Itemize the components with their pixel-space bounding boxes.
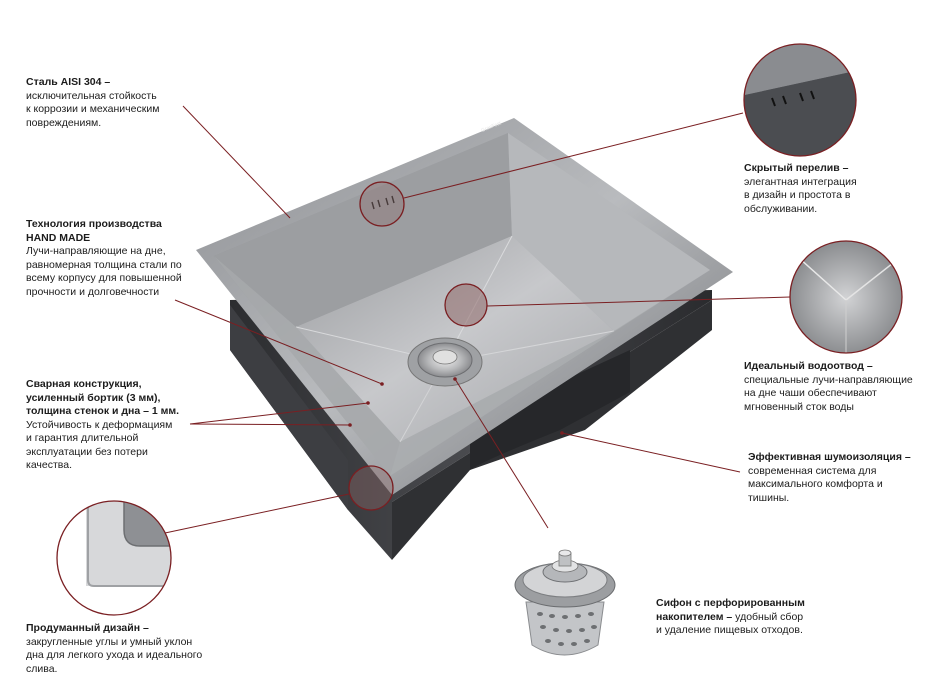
corner-zoom — [56, 500, 172, 616]
callout-steel: Сталь AISI 304 – исключительная стойкост… — [26, 76, 216, 130]
callout-noise-title: Эффективная шумоизоляция – — [748, 451, 911, 463]
callout-siphon-body: удобный сбор и удаление пищевых отходов. — [656, 610, 804, 637]
callout-overflow-body: элегантная интеграция в дизайн и простот… — [744, 175, 857, 215]
drain-in-bowl — [407, 337, 483, 387]
callout-welded-body: Устойчивость к деформациям и гарантия дл… — [26, 418, 173, 472]
callout-welded: Сварная конструкция, усиленный бортик (3… — [26, 378, 196, 473]
overflow-zoom — [743, 43, 857, 157]
drain-zoom — [789, 240, 903, 354]
callout-handmade: Технология производства HAND MADE Лучи-н… — [26, 218, 206, 299]
overflow-marker — [359, 181, 405, 227]
callout-design-body: закругленные углы и умный уклон дна для … — [26, 635, 203, 675]
callout-drain-title: Идеальный водоотвод – — [744, 360, 873, 372]
callout-drain: Идеальный водоотвод – специальные лучи-н… — [744, 360, 929, 414]
callout-welded-title: Сварная конструкция, усиленный бортик (3… — [26, 378, 180, 417]
leader-lines — [164, 105, 791, 534]
corner-marker — [348, 465, 394, 511]
callout-steel-body: исключительная стойкость к коррозии и ме… — [26, 89, 160, 129]
callout-handmade-body: Лучи-направляющие на дне, равномерная то… — [26, 245, 182, 298]
overflow-slots — [371, 195, 395, 210]
callout-siphon-title: Сифон с перфорированным накопителем – — [656, 597, 805, 623]
callout-noise-body: современная система для максимального ко… — [748, 464, 883, 504]
callout-siphon: Сифон с перфорированным накопителем – уд… — [656, 597, 836, 638]
bottom-marker — [444, 283, 488, 327]
callout-design: Продуманный дизайн – закругленные углы и… — [26, 622, 226, 676]
callout-drain-body: специальные лучи-направляющие на дне чаш… — [744, 373, 913, 413]
callout-handmade-title: Технология производства HAND MADE — [26, 218, 162, 244]
callout-overflow-title: Скрытый перелив – — [744, 162, 849, 174]
callout-design-title: Продуманный дизайн – — [26, 622, 149, 634]
siphon-strainer — [514, 549, 616, 656]
callout-overflow: Скрытый перелив – элегантная интеграция … — [744, 162, 914, 216]
callout-steel-title: Сталь AISI 304 – — [26, 76, 111, 88]
callout-noise: Эффективная шумоизоляция – современная с… — [748, 451, 928, 505]
